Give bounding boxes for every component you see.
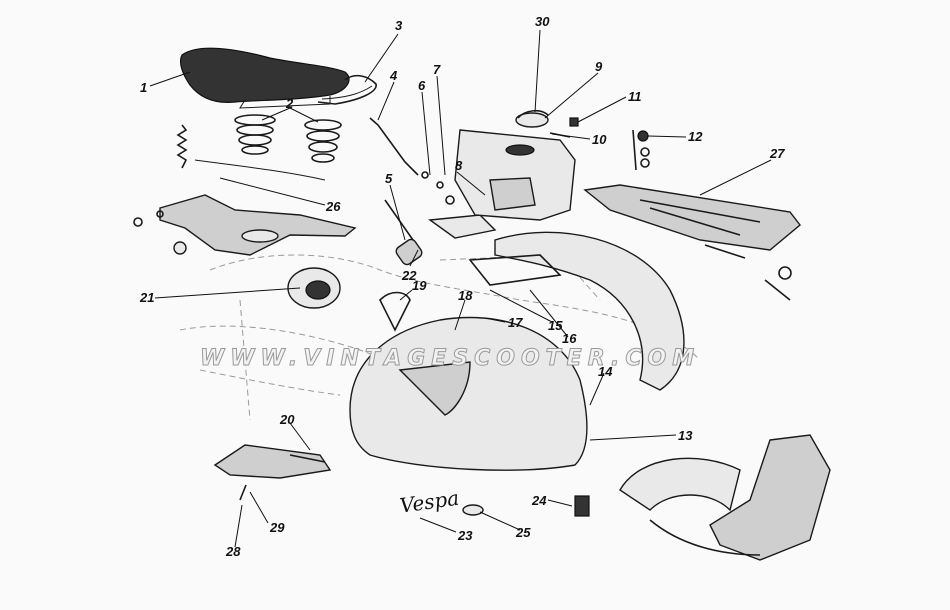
callout-10: 10 — [592, 132, 607, 147]
callout-8: 8 — [455, 158, 463, 173]
callout-3: 3 — [395, 18, 403, 33]
callout-13: 13 — [678, 428, 693, 443]
callout-18: 18 — [458, 288, 473, 303]
callout-29: 29 — [269, 520, 285, 535]
callout-9: 9 — [595, 59, 603, 74]
side-panel-part — [349, 291, 588, 471]
saddle-springs-part — [176, 114, 342, 169]
callout-labels: 1 2 3 4 5 6 7 8 9 10 11 12 13 14 15 16 1… — [139, 14, 785, 559]
vespa-logo-badge: Vespa — [398, 486, 460, 518]
callout-11: 11 — [628, 89, 642, 104]
callout-1: 1 — [140, 80, 147, 95]
callout-20: 20 — [279, 412, 295, 427]
fuel-tank-part — [454, 129, 576, 221]
rod-part — [369, 117, 419, 176]
callout-7: 7 — [433, 62, 441, 77]
filler-cap-part — [515, 109, 549, 128]
callout-16: 16 — [562, 331, 577, 346]
callout-14: 14 — [598, 364, 613, 379]
callout-30: 30 — [535, 14, 550, 29]
callout-4: 4 — [389, 68, 398, 83]
callout-28: 28 — [225, 544, 241, 559]
callout-24: 24 — [531, 493, 547, 508]
rear-cowl-part — [468, 231, 685, 391]
floor-tray-part — [213, 444, 332, 501]
callout-26: 26 — [325, 199, 341, 214]
badges-group: Vespa — [398, 486, 590, 518]
watermark-text: WWW.VINTAGESCOOTER.COM — [200, 346, 700, 371]
callout-6: 6 — [418, 78, 426, 93]
callout-22: 22 — [401, 268, 417, 283]
callout-25: 25 — [515, 525, 531, 540]
luggage-rack-part — [583, 184, 801, 301]
callout-15: 15 — [548, 318, 563, 333]
callout-23: 23 — [457, 528, 473, 543]
small-fasteners — [549, 117, 650, 171]
leg-shield-part — [619, 434, 831, 561]
saddle-part — [179, 47, 350, 109]
callout-5: 5 — [385, 171, 393, 186]
saddle-frame-part — [133, 159, 357, 256]
grab-handle-part — [317, 74, 377, 105]
fuel-tap-parts — [384, 171, 497, 266]
callout-2: 2 — [285, 96, 294, 111]
callout-21: 21 — [139, 290, 154, 305]
callout-27: 27 — [769, 146, 785, 161]
leader-lines — [149, 29, 772, 548]
inspection-cover-part — [287, 267, 341, 309]
callout-19: 19 — [412, 278, 427, 293]
callout-12: 12 — [688, 129, 703, 144]
callout-17: 17 — [508, 315, 523, 330]
